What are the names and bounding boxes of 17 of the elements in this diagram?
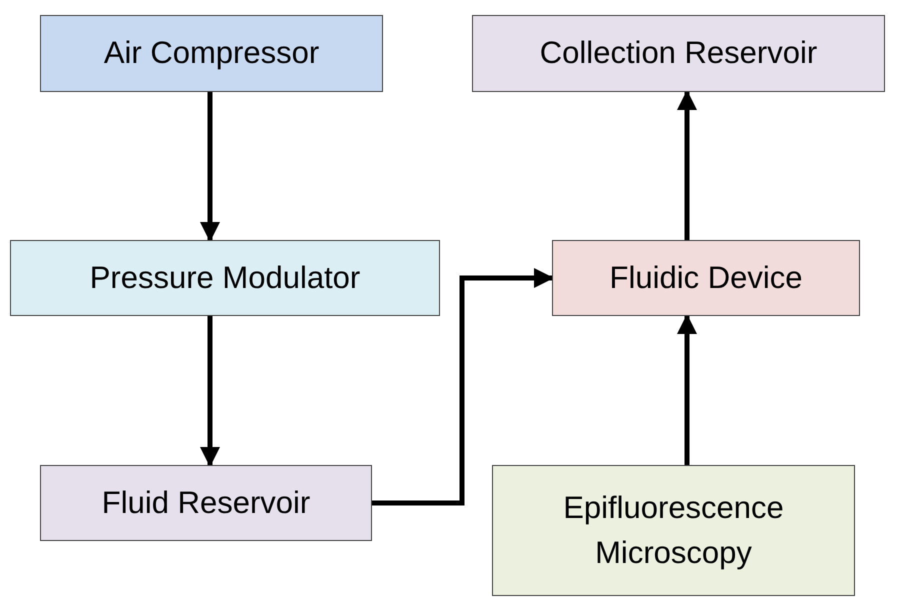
- box-label: Fluid Reservoir: [102, 484, 310, 522]
- arrow: [372, 268, 554, 506]
- process-box: [40, 465, 372, 541]
- arrow: [677, 314, 697, 465]
- arrow: [200, 316, 220, 467]
- process-box: [552, 240, 860, 316]
- process-box: [492, 465, 855, 596]
- arrow: [200, 92, 220, 242]
- arrow: [677, 90, 697, 240]
- box-label: Collection Reservoir: [540, 34, 818, 72]
- process-box: [10, 240, 440, 316]
- box-label: Air Compressor: [104, 34, 320, 72]
- process-box: [40, 15, 383, 92]
- box-label: Pressure Modulator: [90, 258, 360, 297]
- box-label: Fluidic Device: [610, 258, 802, 297]
- process-box: [472, 15, 885, 92]
- box-label: Epifluorescence Microscopy: [562, 488, 785, 572]
